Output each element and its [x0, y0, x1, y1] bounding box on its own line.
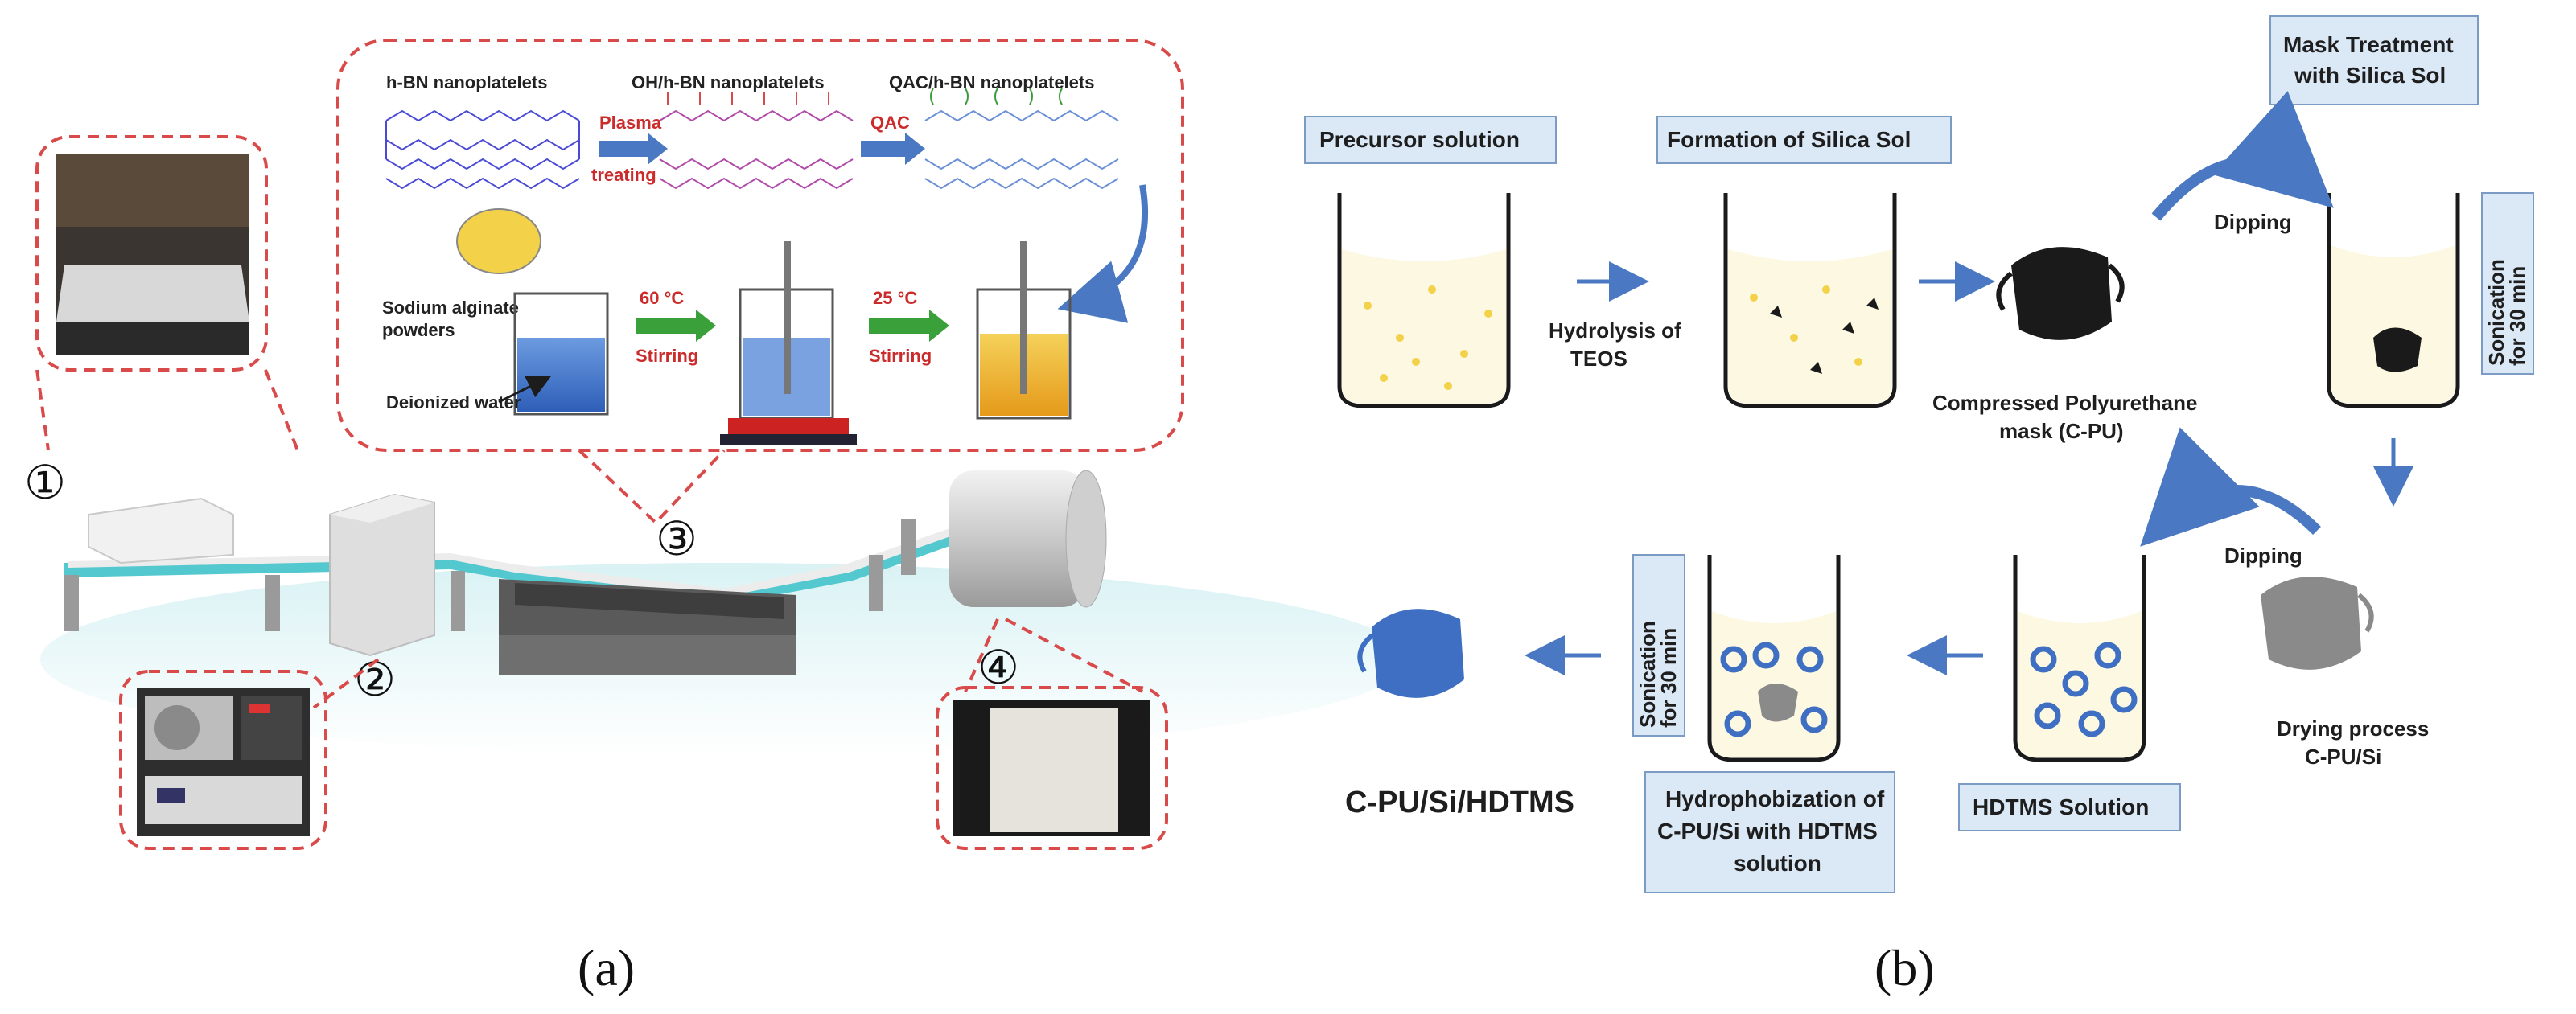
label-stirring-2: Stirring [869, 346, 932, 366]
label-dipping-1: Dipping [2214, 210, 2292, 234]
label-mask-treat-2: with Silica Sol [2294, 63, 2446, 88]
box-sonication-1: Sonication for 30 min [2481, 192, 2534, 375]
label-treating: treating [591, 165, 656, 185]
mask-black [1996, 247, 2125, 340]
label-hdtms: HDTMS Solution [1973, 794, 2149, 819]
qac-hbn-sheet [924, 88, 1119, 190]
oh-hbn-sheet [659, 92, 854, 190]
box-sonication-2: Sonication for 30 min [1632, 554, 1685, 737]
label-sodium-2: powders [382, 320, 455, 340]
label-drying-2: C-PU/Si [2305, 745, 2381, 769]
label-mask-treat-1: Mask Treatment [2283, 32, 2454, 57]
beaker-silica-sol [1723, 193, 1897, 408]
step-number-4: ④ [977, 642, 1019, 694]
beaker-hydrophobization [1707, 555, 1841, 762]
label-formation: Formation of Silica Sol [1667, 127, 1911, 152]
box-mask-treatment: Mask Treatment with Silica Sol [2269, 15, 2479, 105]
caption-b: (b) [1874, 939, 1935, 996]
beaker-mask-treatment [2327, 193, 2460, 408]
label-hbn: h-BN nanoplatelets [386, 72, 547, 92]
label-qac-hbn: QAC/h-BN nanoplatelets [889, 72, 1094, 92]
label-compressed-1: Compressed Polyurethane [1932, 391, 2197, 415]
step-number-3: ③ [656, 513, 697, 565]
beaker-water [513, 292, 609, 416]
label-oh-hbn: OH/h-BN nanoplatelets [632, 72, 825, 92]
photo-inset-2 [119, 658, 380, 850]
box-formation: Formation of Silica Sol [1656, 116, 1952, 164]
label-hydrolysis-1: Hydrolysis of [1549, 318, 1681, 343]
panel-b: Precursor solution Formation of Silica S… [1304, 15, 2534, 996]
label-dipping-2: Dipping [2224, 544, 2302, 568]
beaker-heating [720, 241, 857, 445]
beaker-precursor [1337, 193, 1511, 408]
mask-blue [1357, 609, 1464, 698]
arrow-dipping-1 [2151, 91, 2334, 221]
panel-a: ① ② ③ ④ [24, 39, 1408, 996]
label-sodium-1: Sodium alginate [382, 298, 519, 318]
label-sonication-2a: Sonication [1636, 621, 1660, 728]
powder-spoon [456, 208, 541, 274]
chemistry-inset: h-BN nanoplatelets OH/h-BN nanoplatelets… [336, 39, 1184, 525]
hbn-sheet [385, 109, 580, 190]
photo-inset-4 [936, 618, 1168, 850]
label-hydrolysis-2: TEOS [1570, 347, 1627, 371]
label-plasma: Plasma [599, 113, 662, 133]
label-hydroph-2: C-PU/Si with HDTMS [1657, 819, 1878, 844]
box-precursor: Precursor solution [1304, 116, 1557, 164]
label-precursor: Precursor solution [1319, 127, 1520, 152]
label-temp-60: 60 °C [640, 288, 684, 308]
beaker-gold [976, 241, 1072, 420]
label-final: C-PU/Si/HDTMS [1345, 786, 1574, 819]
label-stirring-1: Stirring [636, 346, 698, 366]
arrow-dipping-2 [2140, 427, 2321, 547]
box-hydrophobization: Hydrophobization of C-PU/Si with HDTMS s… [1644, 771, 1895, 893]
label-temp-25: 25 °C [873, 288, 917, 308]
photo-inset-1 [35, 135, 299, 451]
conveyor-line [64, 470, 1107, 675]
label-water: Deionized water [386, 392, 521, 413]
label-compressed-2: mask (C-PU) [1999, 419, 2124, 443]
label-sonication-2b: for 30 min [1656, 628, 1681, 728]
step-number-1: ① [24, 457, 66, 509]
label-hydroph-3: solution [1734, 851, 1821, 876]
mask-gray [2261, 577, 2374, 670]
label-sonication-1b: for 30 min [2505, 266, 2529, 366]
label-drying-1: Drying process [2277, 716, 2429, 741]
label-hydroph-1: Hydrophobization of [1665, 786, 1885, 811]
caption-a: (a) [578, 939, 635, 996]
label-qac: QAC [870, 113, 910, 133]
label-sonication-1a: Sonication [2484, 259, 2508, 366]
box-hdtms: HDTMS Solution [1958, 783, 2181, 831]
beaker-hdtms [2013, 555, 2146, 762]
